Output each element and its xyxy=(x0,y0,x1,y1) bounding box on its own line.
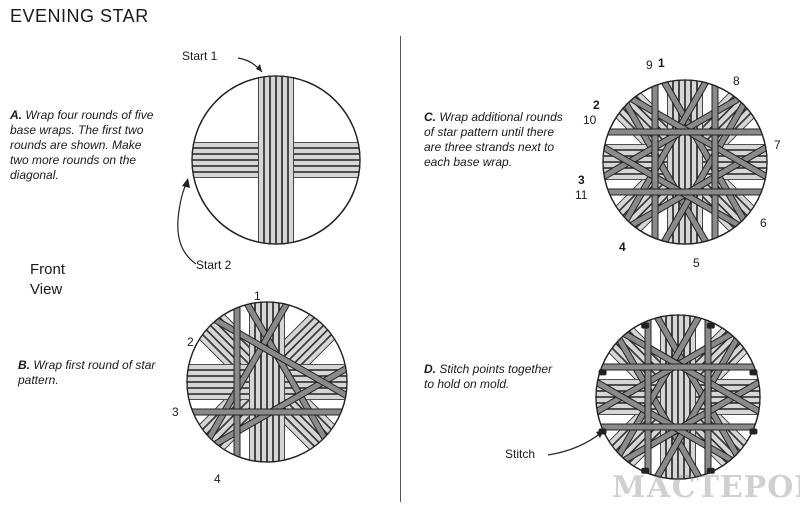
strands xyxy=(187,302,347,462)
star-strand xyxy=(609,326,708,479)
stitch-mark xyxy=(749,428,758,435)
mold-outline xyxy=(595,314,761,480)
c-number-10: 10 xyxy=(583,113,597,127)
start1-arrowhead xyxy=(256,64,262,72)
b-number-1: 1 xyxy=(254,289,261,303)
start2-label: Start 2 xyxy=(196,258,232,272)
mold-outline xyxy=(602,79,768,245)
stitch-mark xyxy=(641,467,650,474)
stitch-mark xyxy=(749,369,758,376)
b-number-2: 2 xyxy=(187,335,194,349)
star-strand xyxy=(617,88,767,187)
column-divider xyxy=(400,36,401,502)
page-title: EVENING STAR xyxy=(10,6,149,26)
star-strand xyxy=(616,91,715,244)
c-number-5: 5 xyxy=(693,256,700,270)
start2-arrowhead xyxy=(182,178,190,188)
star-strand xyxy=(199,302,296,451)
figure-d-stitched xyxy=(595,314,761,480)
c-number-4: 4 xyxy=(619,240,626,254)
stitch-mark xyxy=(598,369,607,376)
c-number-3: 3 xyxy=(578,173,585,187)
stitch-label: Stitch xyxy=(505,447,536,461)
star-strand xyxy=(201,309,347,406)
star-strand xyxy=(603,88,753,187)
stitch-mark xyxy=(641,322,650,329)
step-b-caption: B. Wrap first round of star pattern. xyxy=(18,358,156,387)
star-strand xyxy=(610,323,760,422)
c-number-9: 9 xyxy=(646,58,653,72)
c-number-8: 8 xyxy=(733,74,740,88)
vertical-wraps xyxy=(258,76,294,244)
figure-c-additional-rounds xyxy=(602,79,768,245)
b-number-4: 4 xyxy=(214,472,221,486)
step-a-caption: A. Wrap four rounds of five base wraps. … xyxy=(10,108,154,182)
star-strand xyxy=(596,372,746,471)
mold-outline xyxy=(186,301,348,463)
star-strand xyxy=(617,137,767,236)
star-strand xyxy=(610,372,760,471)
step-d-caption: D. Stitch points together to hold on mol… xyxy=(424,362,553,391)
stitch-mark xyxy=(706,467,715,474)
figure-b-first-star-round xyxy=(186,301,348,463)
step-c-caption: C. Wrap additional rounds of star patter… xyxy=(424,110,563,169)
star-strand xyxy=(648,326,747,479)
mold-outline xyxy=(191,75,361,245)
b-number-3: 3 xyxy=(172,405,179,419)
watermark-logo: МАСТЕРОВАЯ xyxy=(612,470,800,505)
c-number-11: 11 xyxy=(575,188,588,202)
c-number-6: 6 xyxy=(760,216,767,230)
star-strand xyxy=(603,137,753,236)
star-strand xyxy=(648,315,747,468)
stitch-arrowhead xyxy=(596,430,604,438)
strands xyxy=(596,315,760,479)
stitch-mark xyxy=(706,322,715,329)
c-number-2: 2 xyxy=(593,98,600,112)
c-number-1: 1 xyxy=(658,56,665,70)
figure-a-base-wraps xyxy=(191,75,361,245)
strands xyxy=(192,76,360,244)
star-strand xyxy=(655,91,754,244)
star-strand xyxy=(596,323,746,422)
star-strand xyxy=(655,80,754,233)
strands xyxy=(603,80,767,244)
stitch-arrow xyxy=(547,431,603,456)
star-strand xyxy=(616,80,715,233)
start2-arrow xyxy=(177,179,197,265)
star-strand xyxy=(609,315,708,468)
star-strand xyxy=(238,302,335,451)
star-strand xyxy=(201,358,347,455)
c-number-7: 7 xyxy=(774,138,781,152)
start1-label: Start 1 xyxy=(182,49,218,63)
